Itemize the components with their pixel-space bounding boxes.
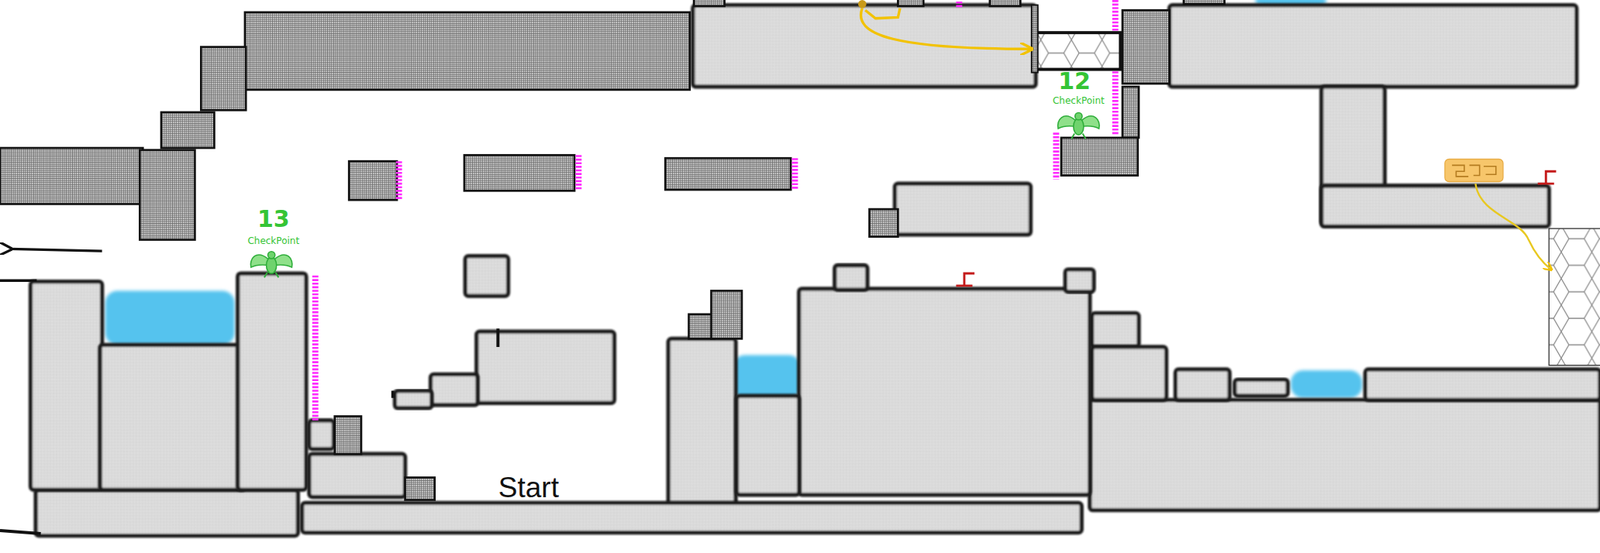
solid-block bbox=[244, 12, 690, 90]
spike-wall bbox=[955, 0, 963, 9]
checkpoint-dragon-head bbox=[1075, 113, 1083, 121]
checkpoint-number: 12 bbox=[1058, 69, 1091, 94]
ground-block bbox=[1321, 186, 1550, 228]
ground-block bbox=[1065, 269, 1094, 293]
tunnel-post bbox=[1031, 5, 1038, 73]
ink-line bbox=[0, 279, 37, 283]
exit-arrow bbox=[10, 248, 102, 252]
ground-block bbox=[237, 273, 307, 490]
solid-block bbox=[693, 0, 725, 7]
spike-wall bbox=[312, 275, 319, 421]
solid-block bbox=[139, 150, 195, 241]
solid-block bbox=[897, 0, 924, 7]
ground-block bbox=[1175, 369, 1230, 401]
flag-marker bbox=[1537, 171, 1557, 184]
hex-tunnel bbox=[1035, 32, 1121, 69]
water-pool bbox=[105, 290, 235, 345]
checkpoint-label: CheckPoint bbox=[247, 236, 300, 246]
ground-block bbox=[302, 503, 1083, 533]
spike-wall bbox=[575, 155, 582, 191]
solid-block bbox=[200, 47, 246, 111]
solid-block bbox=[1183, 0, 1225, 4]
ground-block bbox=[309, 420, 335, 450]
solid-block bbox=[665, 158, 791, 190]
solid-block bbox=[1061, 137, 1138, 176]
water-pool bbox=[732, 355, 801, 398]
ink-line bbox=[0, 531, 42, 535]
ground-block bbox=[309, 454, 406, 497]
solid-block bbox=[989, 0, 1021, 7]
solid-block bbox=[464, 155, 575, 191]
ground-block bbox=[736, 396, 799, 496]
ground-block bbox=[394, 391, 432, 409]
teleport-switch bbox=[858, 0, 867, 9]
ground-block bbox=[1365, 369, 1600, 401]
ground-block bbox=[834, 265, 868, 291]
solid-block bbox=[710, 290, 742, 339]
teleport-arrow bbox=[1475, 183, 1551, 270]
ground-block bbox=[1234, 379, 1288, 397]
solid-block bbox=[869, 209, 899, 238]
ink-line bbox=[393, 328, 499, 399]
ground-block bbox=[30, 282, 102, 491]
solid-block bbox=[348, 161, 397, 200]
teleport-hook bbox=[865, 8, 900, 19]
ground-block bbox=[1091, 347, 1166, 401]
ground-block bbox=[799, 289, 1090, 496]
ground-block bbox=[693, 5, 1036, 87]
spike-wall bbox=[396, 161, 403, 200]
checkpoint-dragon-body bbox=[1073, 118, 1084, 135]
checkpoint-dragon-leg bbox=[264, 272, 279, 279]
spike-wall bbox=[1052, 132, 1059, 180]
hex-tunnel bbox=[1548, 228, 1600, 366]
ground-block bbox=[100, 344, 245, 490]
ground-block bbox=[430, 374, 478, 406]
solid-block bbox=[334, 416, 362, 455]
solid-block bbox=[0, 148, 143, 204]
solid-block bbox=[405, 478, 435, 501]
solid-block bbox=[161, 112, 214, 149]
checkpoint-dragon-head bbox=[268, 251, 276, 259]
flag-marker bbox=[955, 273, 975, 287]
spike-wall bbox=[791, 158, 798, 190]
start-label: Start bbox=[498, 473, 559, 503]
solid-block bbox=[1122, 86, 1139, 138]
ground-block bbox=[1091, 313, 1139, 347]
solid-block bbox=[1122, 10, 1170, 84]
ground-block bbox=[465, 256, 508, 297]
note-sign bbox=[1444, 159, 1504, 183]
ground-block bbox=[1089, 400, 1600, 511]
teleport-arrow bbox=[861, 8, 1032, 50]
water-pool bbox=[1290, 370, 1363, 399]
checkpoint-label: CheckPoint bbox=[1052, 96, 1105, 106]
ground-block bbox=[35, 489, 298, 536]
checkpoint-dragon-body bbox=[266, 257, 277, 274]
ground-block bbox=[668, 338, 736, 507]
checkpoint-number: 13 bbox=[257, 207, 290, 232]
checkpoint-dragon-leg bbox=[1071, 134, 1086, 140]
note-scribble bbox=[1451, 165, 1497, 176]
ground-block bbox=[894, 183, 1031, 235]
ground-block bbox=[1169, 5, 1577, 87]
